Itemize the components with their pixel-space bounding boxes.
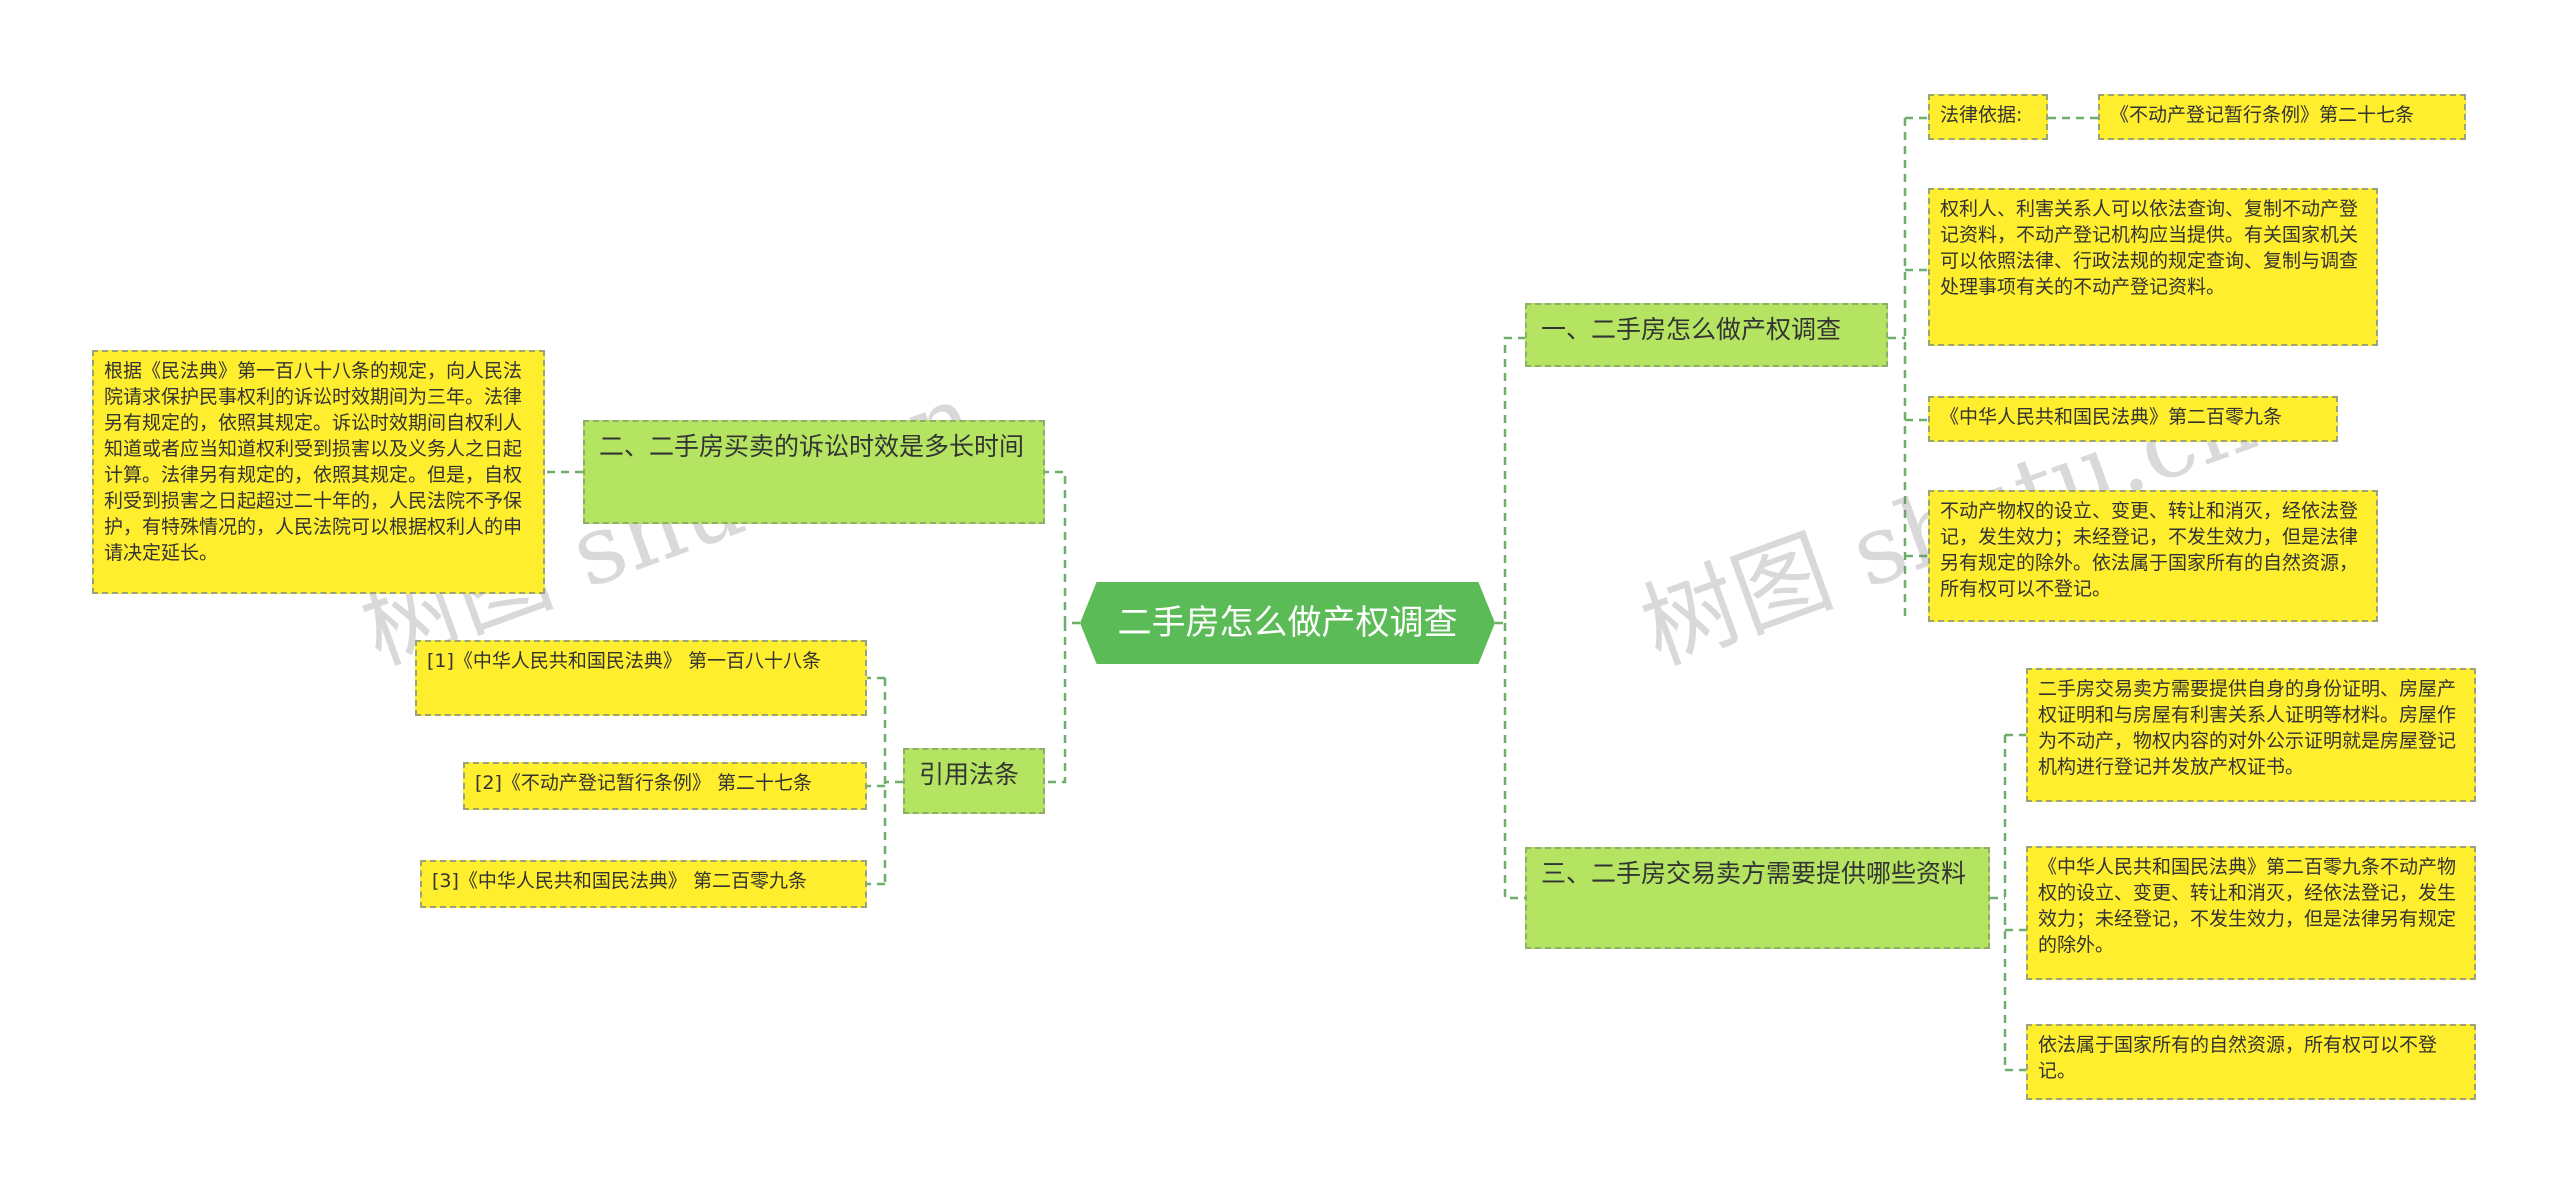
leaf-query-rights[interactable]: 权利人、利害关系人可以依法查询、复制不动产登记资料，不动产登记机构应当提供。有关… [1928, 188, 2378, 346]
leaf-litigation-period-text[interactable]: 根据《民法典》第一百八十八条的规定，向人民法院请求保护民事权利的诉讼时效期间为三… [92, 350, 545, 594]
ref-civil-code-209[interactable]: [3]《中华人民共和国民法典》 第二百零九条 [420, 860, 867, 908]
leaf-civil-code-209-full[interactable]: 《中华人民共和国民法典》第二百零九条不动产物权的设立、变更、转让和消灭，经依法登… [2026, 846, 2476, 980]
branch-seller-materials[interactable]: 三、二手房交易卖方需要提供哪些资料 [1525, 847, 1990, 949]
center-topic[interactable]: 二手房怎么做产权调查 [1080, 582, 1495, 664]
leaf-legal-basis-label[interactable]: 法律依据: [1928, 94, 2048, 140]
leaf-legal-basis-value[interactable]: 《不动产登记暂行条例》第二十七条 [2098, 94, 2466, 140]
branch-litigation-period[interactable]: 二、二手房买卖的诉讼时效是多长时间 [583, 420, 1045, 524]
ref-registration-regulation-27[interactable]: [2]《不动产登记暂行条例》 第二十七条 [463, 762, 867, 810]
leaf-real-right-registration[interactable]: 不动产物权的设立、变更、转让和消灭，经依法登记，发生效力；未经登记，不发生效力，… [1928, 490, 2378, 622]
branch-cited-laws[interactable]: 引用法条 [903, 748, 1045, 814]
leaf-seller-documents[interactable]: 二手房交易卖方需要提供自身的身份证明、房屋产权证明和与房屋有利害关系人证明等材料… [2026, 668, 2476, 802]
branch-property-investigation[interactable]: 一、二手房怎么做产权调查 [1525, 303, 1888, 367]
ref-civil-code-188[interactable]: [1]《中华人民共和国民法典》 第一百八十八条 [415, 640, 867, 716]
leaf-state-resources[interactable]: 依法属于国家所有的自然资源，所有权可以不登记。 [2026, 1024, 2476, 1100]
leaf-civil-code-209[interactable]: 《中华人民共和国民法典》第二百零九条 [1928, 396, 2338, 442]
